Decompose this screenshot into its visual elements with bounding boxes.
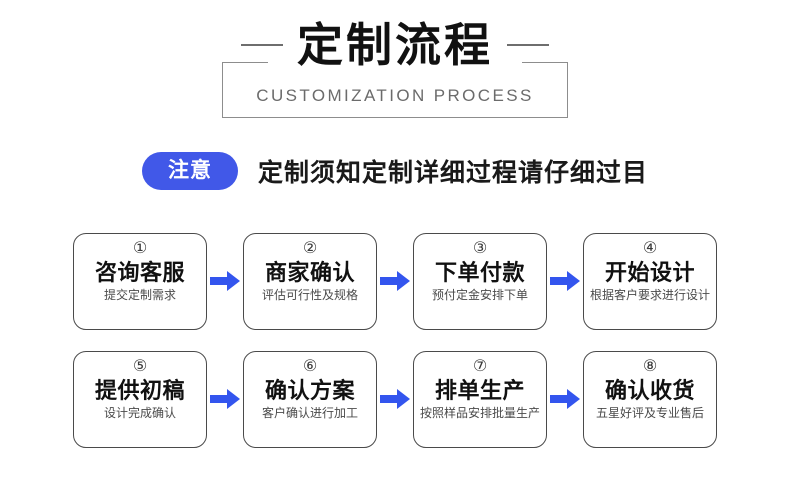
step-number-icon: ⑧ [642,357,658,375]
header-frame-gap [268,56,522,70]
process-step-7: ⑦ 排单生产 按照样品安排批量生产 [413,350,547,448]
process-step-1: ① 咨询客服 提交定制需求 [73,232,207,330]
step-title: 提供初稿 [94,377,185,403]
process-steps: ① 咨询客服 提交定制需求 ② 商家确认 评估可行性及规格 ③ 下单付款 预付定… [0,222,790,458]
page-title: 定制流程 [297,19,493,71]
step-number-icon: ① [132,239,148,257]
step-title: 确认方案 [264,377,355,403]
step-title: 商家确认 [264,259,355,285]
arrow-right-icon [547,388,583,410]
page-title-row: 定制流程 [0,22,790,68]
step-number-icon: ② [302,239,318,257]
step-title: 咨询客服 [94,259,185,285]
notice-bar: 注意 定制须知定制详细过程请仔细过目 [0,152,790,191]
title-dash-right-icon [507,44,549,46]
process-step-6: ⑥ 确认方案 客户确认进行加工 [243,350,377,448]
step-description: 预付定金安排下单 [431,287,528,302]
step-number-icon: ⑤ [132,357,148,375]
step-description: 设计完成确认 [103,405,176,420]
process-step-8: ⑧ 确认收货 五星好评及专业售后 [583,350,717,448]
process-step-row-1: ① 咨询客服 提交定制需求 ② 商家确认 评估可行性及规格 ③ 下单付款 预付定… [0,222,790,340]
page-subtitle: CUSTOMIZATION PROCESS [256,86,534,105]
step-number-icon: ⑥ [302,357,318,375]
step-description: 评估可行性及规格 [261,287,358,302]
process-step-2: ② 商家确认 评估可行性及规格 [243,232,377,330]
step-title: 排单生产 [434,377,525,403]
step-description: 客户确认进行加工 [261,405,358,420]
step-title: 下单付款 [434,259,525,285]
step-number-icon: ③ [472,239,488,257]
process-step-3: ③ 下单付款 预付定金安排下单 [413,232,547,330]
step-number-icon: ④ [642,239,658,257]
arrow-right-icon [207,270,243,292]
arrow-right-icon [207,388,243,410]
step-description: 五星好评及专业售后 [595,405,704,420]
step-description: 根据客户要求进行设计 [589,287,710,302]
title-dash-left-icon [241,44,283,46]
process-step-4: ④ 开始设计 根据客户要求进行设计 [583,232,717,330]
notice-badge: 注意 [141,152,238,191]
step-description: 提交定制需求 [103,287,176,302]
step-title: 开始设计 [604,259,695,285]
notice-text: 定制须知定制详细过程请仔细过目 [257,159,648,188]
step-title: 确认收货 [604,377,695,403]
step-description: 按照样品安排批量生产 [419,405,540,420]
arrow-right-icon [547,270,583,292]
arrow-right-icon [377,270,413,292]
page-header: 定制流程 CUSTOMIZATION PROCESS [0,0,790,132]
process-step-5: ⑤ 提供初稿 设计完成确认 [73,350,207,448]
arrow-right-icon [377,388,413,410]
process-step-row-2: ⑤ 提供初稿 设计完成确认 ⑥ 确认方案 客户确认进行加工 ⑦ 排单生产 按照样… [0,340,790,458]
step-number-icon: ⑦ [472,357,488,375]
